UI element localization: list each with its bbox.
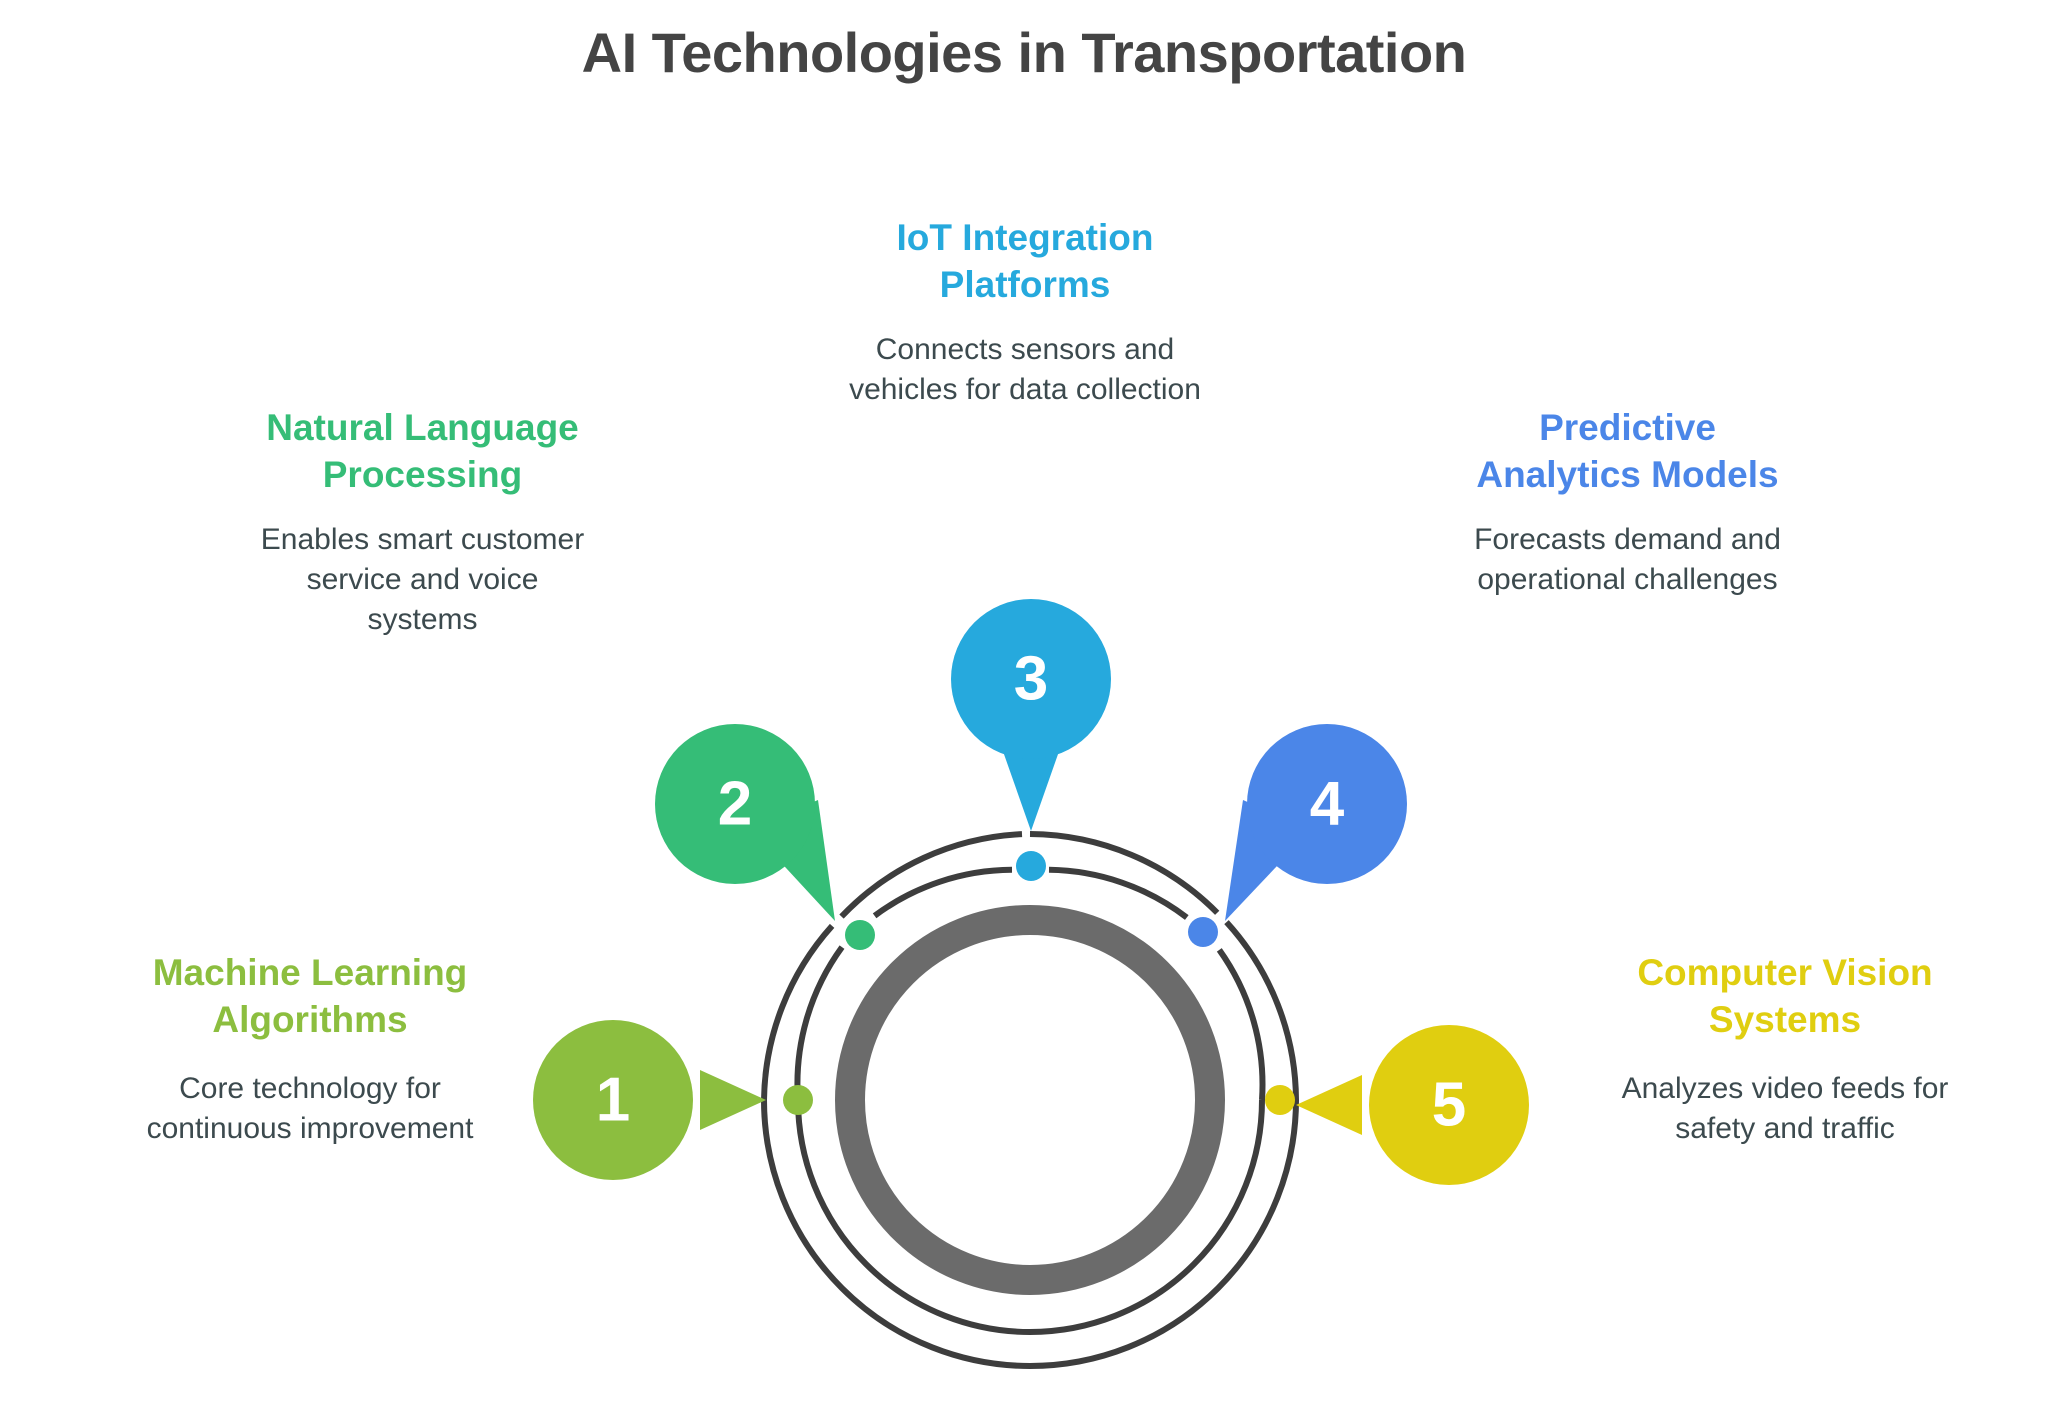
outer-ring: [761, 831, 1299, 1369]
node-dots: [783, 851, 1295, 1115]
node-block-iot-integration-platforms[interactable]: IoT Integration Platforms Connects senso…: [830, 215, 1220, 410]
badge-4-circle: [1247, 724, 1407, 884]
badge-2-number: 2: [718, 770, 752, 839]
badge-4-number: 4: [1310, 770, 1345, 839]
node-block-machine-learning-algorithms[interactable]: Machine Learning Algorithms Core technol…: [110, 950, 510, 1149]
node-description-2: Enables smart customer service and voice…: [260, 523, 585, 636]
badge-5-circle: [1369, 1025, 1529, 1185]
node-title-3: IoT Integration Platforms: [896, 217, 1154, 305]
node-description-5: Analyzes video feeds for safety and traf…: [1621, 1072, 1949, 1146]
node-description-3: Connects sensors and vehicles for data c…: [849, 333, 1201, 407]
page-title: AI Technologies in Transportation: [581, 21, 1467, 84]
badge-1-circle: [533, 1020, 693, 1180]
node-title-5: Computer Vision Systems: [1637, 952, 1933, 1040]
node-title-2: Natural Language Processing: [266, 407, 579, 495]
inner-ring: [835, 905, 1225, 1295]
node-block-computer-vision-systems[interactable]: Computer Vision Systems Analyzes video f…: [1585, 950, 1985, 1149]
node-block-natural-language-processing[interactable]: Natural Language Processing Enables smar…: [250, 405, 595, 640]
badge-4[interactable]: 4: [1225, 724, 1407, 921]
dot-ring: [794, 866, 1266, 1335]
node-dot-3[interactable]: [1016, 851, 1046, 881]
node-description-1: Core technology for continuous improveme…: [146, 1072, 474, 1146]
badge-2-circle: [655, 724, 815, 884]
badge-2[interactable]: 2: [655, 724, 835, 921]
node-dot-1[interactable]: [783, 1085, 813, 1115]
badge-3-circle: [951, 599, 1111, 759]
node-block-predictive-analytics-models[interactable]: Predictive Analytics Models Forecasts de…: [1455, 405, 1800, 600]
badge-4-tail: [1225, 800, 1311, 921]
badge-5-number: 5: [1432, 1071, 1466, 1140]
badge-1-tail: [700, 1070, 766, 1130]
node-description-4: Forecasts demand and operational challen…: [1474, 523, 1781, 597]
badge-3-number: 3: [1014, 645, 1048, 714]
badge-3-tail: [999, 740, 1063, 831]
badge-1[interactable]: 1: [533, 1020, 766, 1180]
node-dot-2[interactable]: [845, 920, 875, 950]
badge-1-number: 1: [596, 1066, 630, 1135]
node-title-4: Predictive Analytics Models: [1476, 407, 1779, 495]
badge-3[interactable]: 3: [951, 599, 1111, 831]
badge-2-tail: [750, 800, 835, 921]
badge-5-tail: [1296, 1075, 1362, 1135]
node-dot-5[interactable]: [1265, 1085, 1295, 1115]
node-dot-4[interactable]: [1188, 917, 1218, 947]
badge-5[interactable]: 5: [1296, 1025, 1529, 1185]
node-title-1: Machine Learning Algorithms: [152, 952, 468, 1040]
